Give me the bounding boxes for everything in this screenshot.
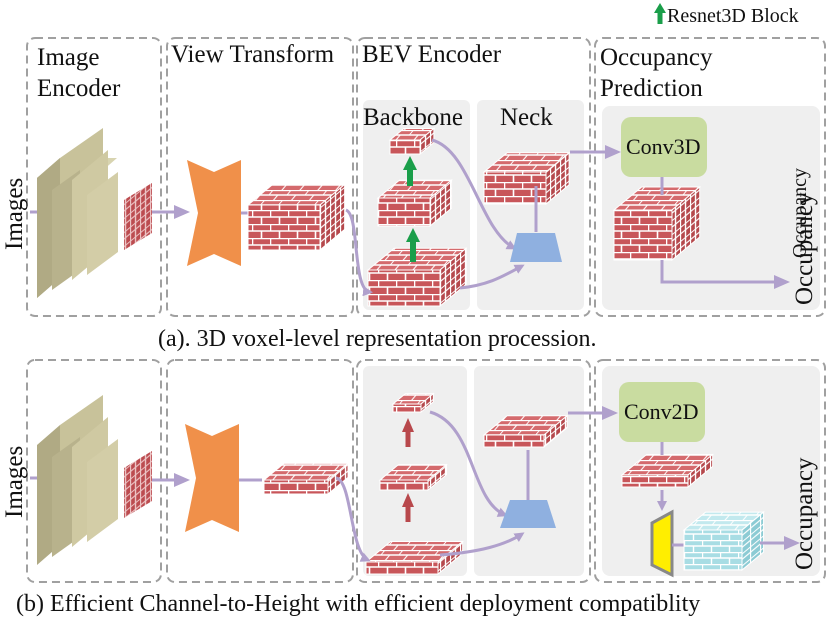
stage-label-occupancy-prediction: Occupancy Prediction [600,44,713,103]
conv2d-box [619,382,705,442]
legend-label: Resnet3D Block [667,5,799,27]
arrow-backbone-bottom-to-neck-b [439,532,525,557]
feature-slabs-b [37,395,118,565]
neck-fuse-shape-b [500,500,556,528]
conv3d-label: Conv3D [626,134,701,159]
conv2d-label: Conv2D [624,399,699,424]
panel-a [26,37,826,317]
vt-bev-feature-a [246,183,347,252]
bev-encoder-box-b [356,359,591,583]
brick-blocks-b [262,392,715,576]
backbone-label: Backbone [363,104,463,131]
occupancy-voxel-b [682,511,765,572]
feature-slabs-a [37,128,118,298]
stage-label-image-encoder: Image Encoder [37,44,121,103]
view-transform-box-b [166,359,354,583]
bev-encoder-box-a [356,37,591,317]
channel-to-height-shape [650,509,674,578]
resnet3d-legend-icon [654,3,666,24]
view-transform-shape-b [185,424,239,532]
neck-fuse-shape-a [510,233,562,262]
conv3d-box [621,117,707,177]
arrow-backbone-top-to-neck-a [431,138,517,250]
backbone-large-b [364,540,465,576]
stage-label-bev-encoder: BEV Encoder [362,41,502,68]
arrow-backbone-bottom-to-neck-a [459,264,525,290]
occupancy-side-label-a: Occupancy [789,168,811,258]
occupancy-box-b [594,359,826,583]
caption-a: (a). 3D voxel-level representation proce… [158,326,597,352]
neck-feature-b [482,414,569,449]
occupancy-bev-b [620,453,715,489]
image-encoder-box-a [26,37,162,317]
image-feature-brick-a [124,183,152,250]
plain-arrows-b [402,418,414,522]
occupancy-box-a [594,37,826,317]
input-label-a: Images [1,177,28,250]
arrow-to-occupancy-a [660,260,790,289]
backbone-small-b [391,392,435,414]
backbone-large-a [366,247,468,308]
backbone-small-a [388,127,436,156]
view-transform-shape-a [187,160,241,266]
occupancy-feature-a [612,185,702,262]
backbone-mid-a [376,179,453,228]
stage-label-view-transform: View Transform [171,41,335,68]
backbone-mid-b [378,463,448,492]
input-label-b: Images [1,445,28,518]
vt-bev-feature-b [262,462,350,496]
brick-blocks-a [246,127,702,308]
image-encoder-box-b [26,359,162,583]
arrow-vt-to-backbone-b [335,476,371,562]
neck-panel-a [477,100,584,310]
neck-label: Neck [500,104,553,131]
resnet3d-arrows-a [403,156,420,262]
image-feature-brick-b [124,451,152,518]
view-transform-box-a [166,37,354,317]
panel-b [26,359,826,583]
caption-b: (b) Efficient Channel-to-Height with eff… [16,591,701,617]
occupancy-volume-b [682,511,765,572]
arrow-vt-to-backbone-a [345,208,373,297]
arrow-backbone-top-to-neck-b [429,410,508,517]
output-label-b: Occupancy [791,457,818,570]
